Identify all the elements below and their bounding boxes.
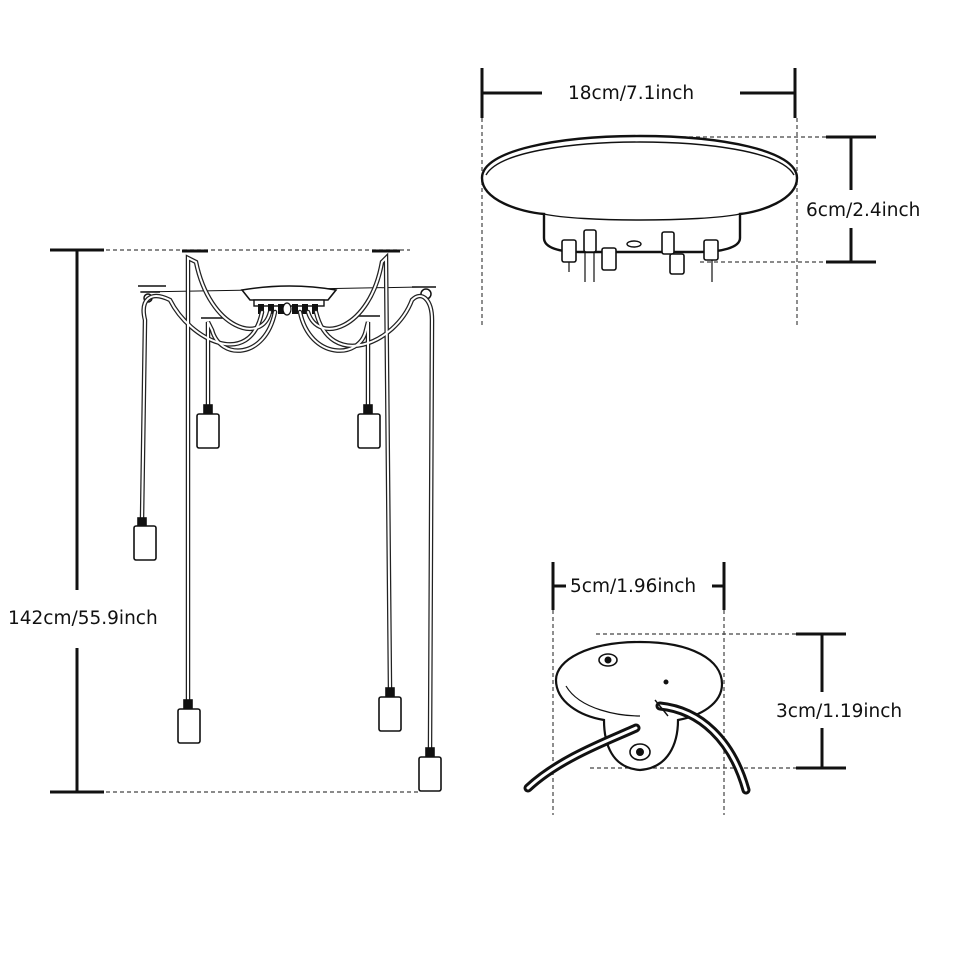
overall-height-label: 142cm/55.9inch	[8, 608, 158, 629]
canopy-detail-illustration	[480, 134, 799, 282]
socket-4	[177, 699, 201, 744]
hook-height-dimension: 3cm/1.19inch	[590, 632, 902, 770]
hook-width-dimension: 5cm/1.96inch	[551, 562, 726, 815]
socket-1	[196, 404, 220, 449]
canopy-width-dimension: 18cm/7.1inch	[480, 68, 798, 325]
canopy-height-label: 6cm/2.4inch	[806, 200, 920, 221]
overall-height-dimension: 142cm/55.9inch	[8, 248, 420, 794]
hook-width-label: 5cm/1.96inch	[570, 576, 696, 597]
canopy-height-dimension: 6cm/2.4inch	[640, 135, 920, 264]
cords-inner	[141, 255, 434, 751]
socket-3	[133, 517, 157, 561]
socket-2	[357, 404, 381, 449]
canopy-width-label: 18cm/7.1inch	[568, 83, 694, 104]
center-canopy	[240, 285, 338, 316]
socket-6	[418, 747, 442, 792]
socket-5	[378, 687, 402, 732]
lamp-sockets	[133, 404, 442, 792]
chandelier-illustration	[133, 249, 442, 792]
hook-detail-illustration	[523, 640, 751, 795]
hook-height-label: 3cm/1.19inch	[776, 701, 902, 722]
